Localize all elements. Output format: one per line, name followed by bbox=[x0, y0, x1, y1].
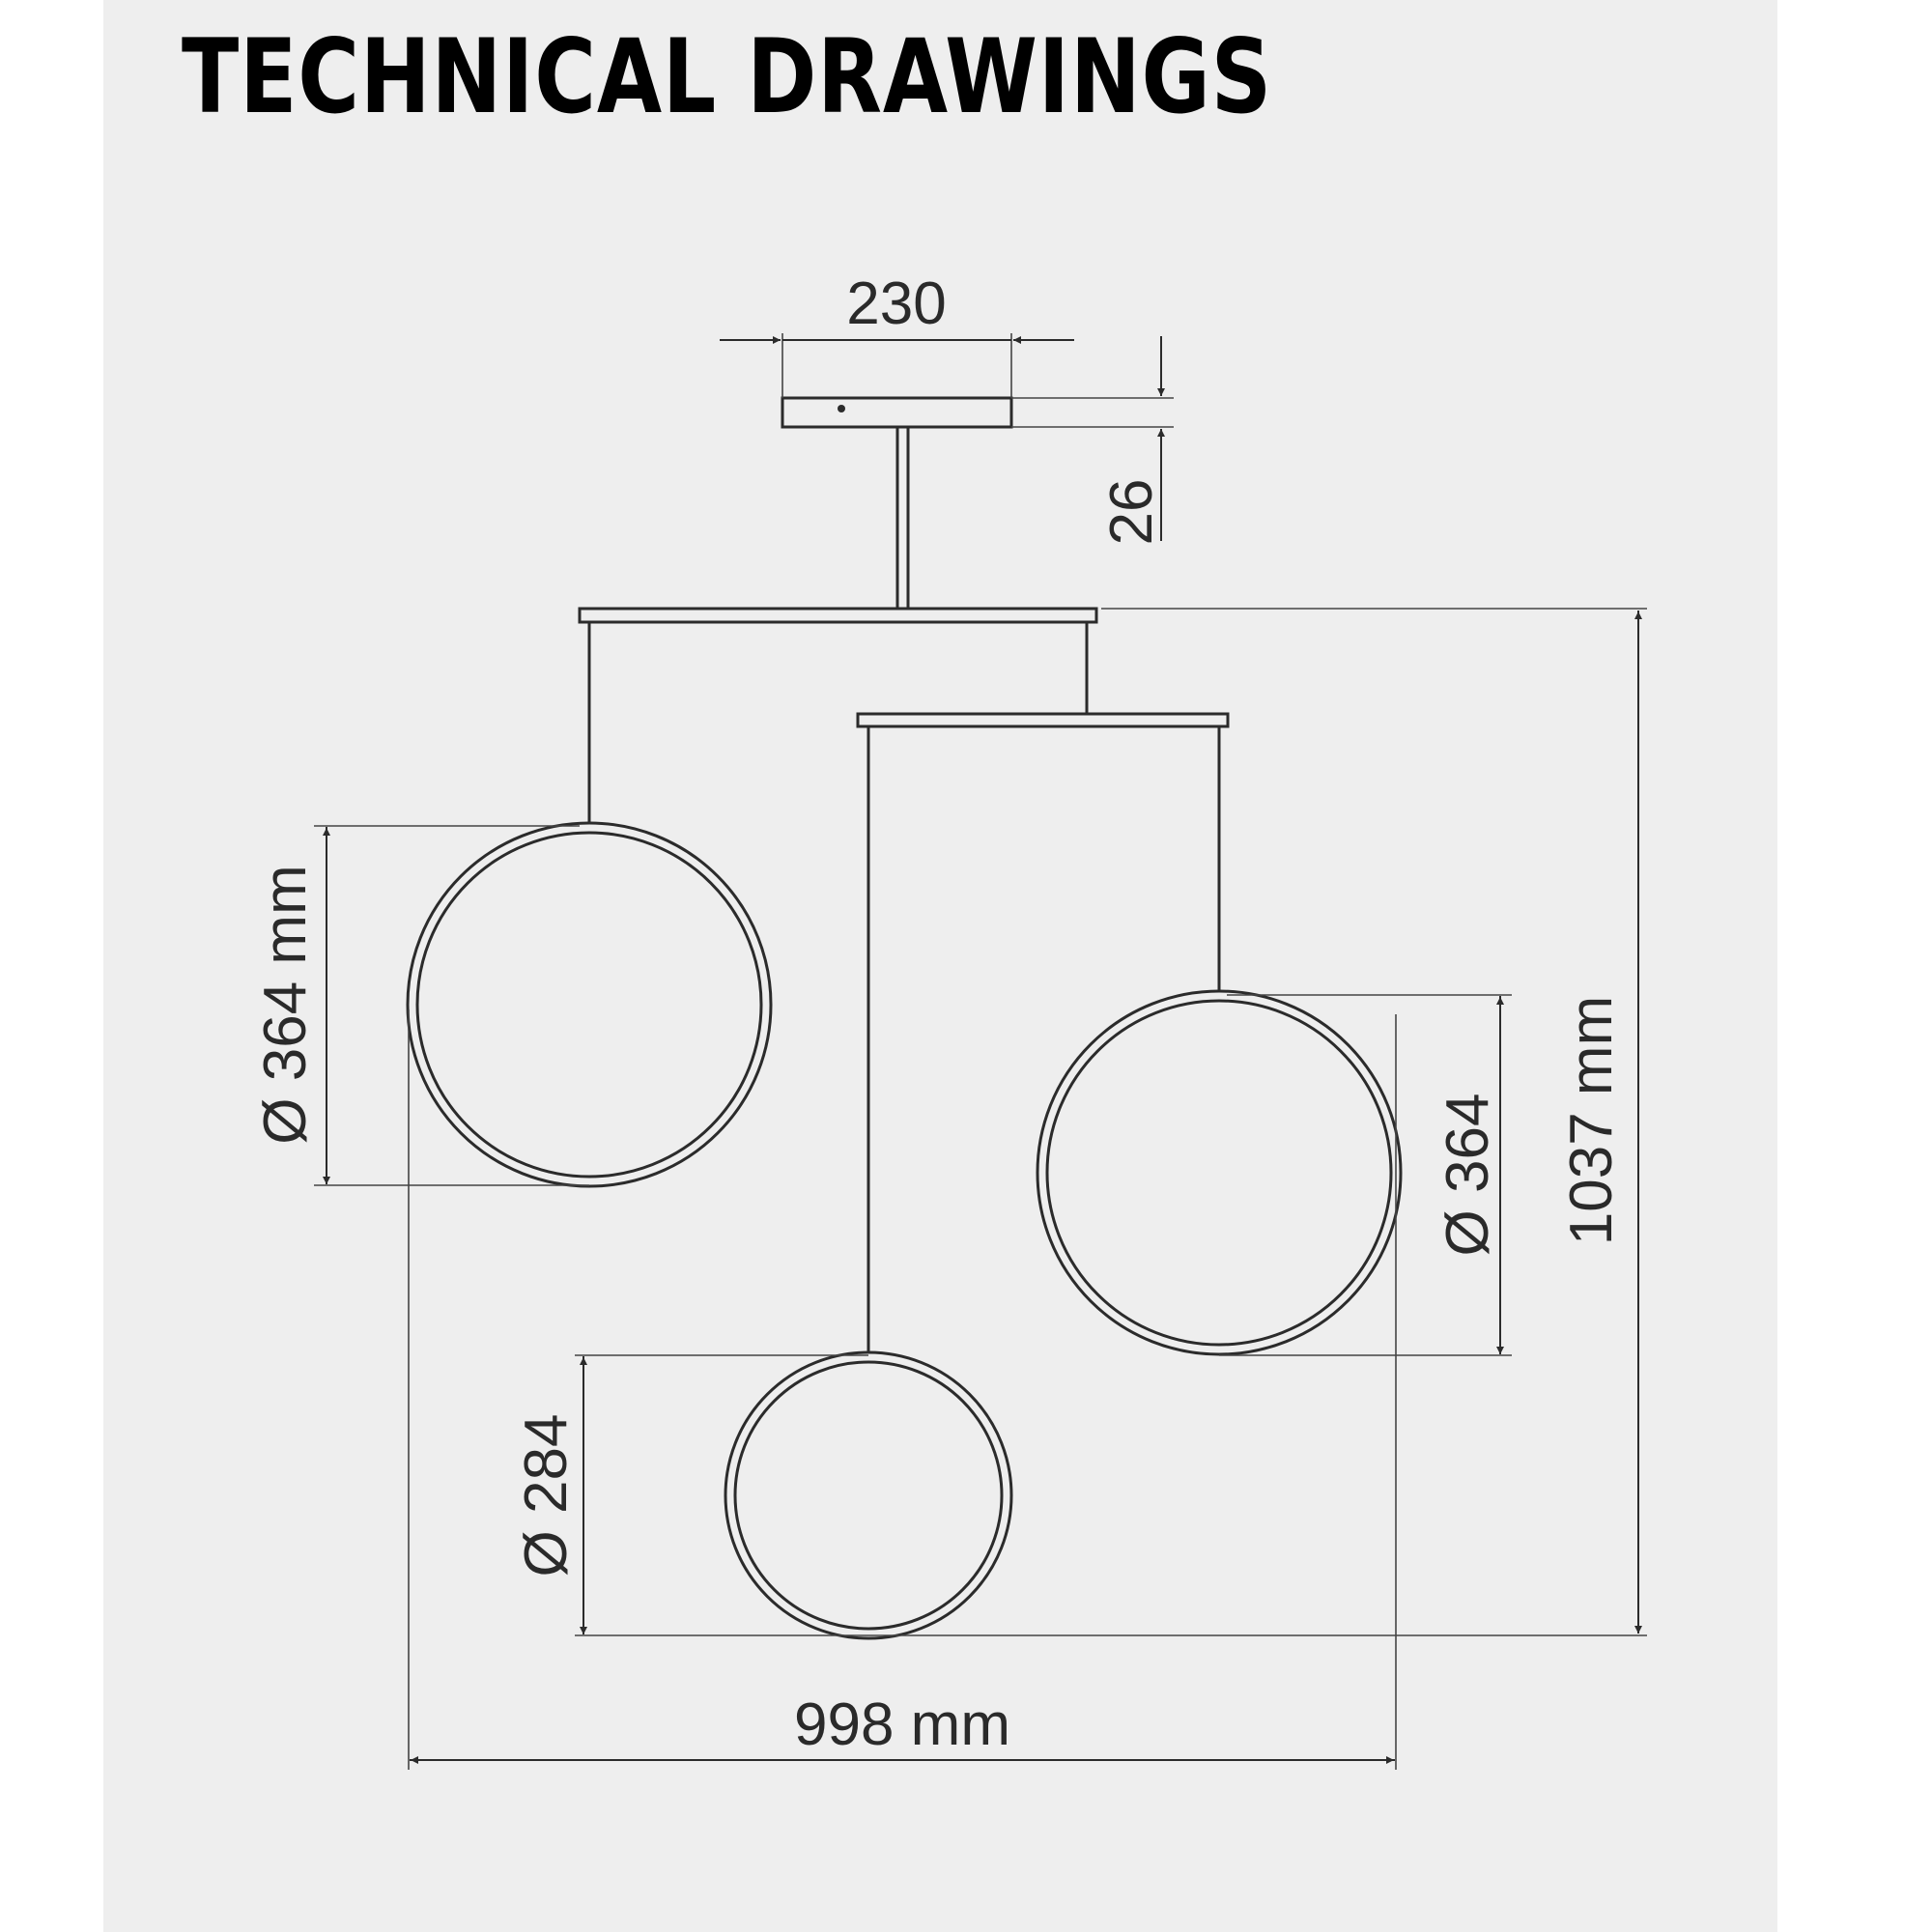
total-height-dimension: 1037 mm bbox=[1101, 608, 1647, 1634]
ring-left-diameter-label: Ø 364 mm bbox=[252, 865, 319, 1144]
ring-bottom-diameter-dimension: Ø 284 bbox=[513, 1354, 1647, 1636]
canopy-width-dimension: 230 bbox=[720, 270, 1074, 398]
ring-bottom-diameter-label: Ø 284 bbox=[513, 1414, 580, 1577]
lower-suspension-bar bbox=[856, 712, 1230, 1354]
ring-right-diameter-dimension: Ø 364 bbox=[1219, 994, 1512, 1356]
total-height-label: 1037 mm bbox=[1558, 996, 1625, 1245]
total-width-dimension: 998 mm bbox=[408, 1009, 1397, 1770]
ring-left bbox=[406, 821, 773, 1188]
ring-left-diameter-dimension: Ø 364 mm bbox=[252, 825, 589, 1186]
ring-right bbox=[1036, 989, 1403, 1356]
ceiling-canopy bbox=[781, 396, 1013, 609]
canopy-height-label: 26 bbox=[1098, 479, 1165, 546]
canopy-height-dimension: 26 bbox=[1011, 336, 1174, 545]
upper-suspension-bar bbox=[578, 607, 1098, 826]
ring-bottom bbox=[724, 1350, 1013, 1640]
ring-right-diameter-label: Ø 364 bbox=[1435, 1094, 1501, 1257]
total-width-label: 998 mm bbox=[794, 1691, 1010, 1758]
canopy-width-label: 230 bbox=[846, 270, 946, 337]
page-title: TECHNICAL DRAWINGS bbox=[182, 17, 1273, 136]
